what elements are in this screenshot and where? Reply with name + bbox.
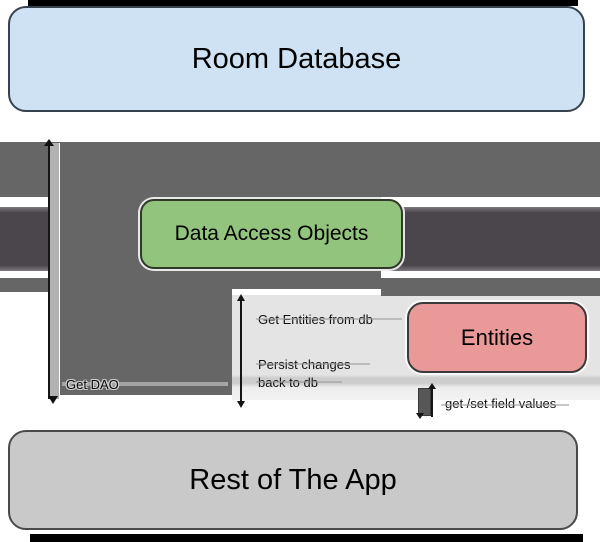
node-dao-label: Data Access Objects [174,222,369,245]
entities-exchange-arrow-line [240,299,242,402]
node-entities: Entities [407,302,587,373]
artifact-line [256,318,402,320]
field-values-arrow-line [431,387,433,417]
arrowhead-down-icon [416,413,424,419]
field-values-bar [418,388,431,416]
artifact-line [62,382,228,386]
arrowhead-up-icon [237,294,245,301]
edge-label-get-dao: Get DAO [66,377,119,392]
top-frame-strip [28,0,578,6]
node-room-database-label: Room Database [191,42,402,75]
node-rest-of-the-app-label: Rest of The App [189,463,397,496]
flow-band-bottom-left [0,278,59,292]
node-room-database: Room Database [8,6,585,112]
flow-band-bottom-right [381,278,600,296]
artifact-line [441,404,569,406]
artifact-line [256,381,342,383]
node-data-access-objects: Data Access Objects [140,199,403,269]
artifact-line [256,363,370,365]
arrowhead-up-icon [44,139,54,146]
node-rest-of-the-app: Rest of The App [8,430,578,530]
node-entities-label: Entities [460,324,534,350]
edge-label-get-set-field-values: get /set field values [445,395,556,413]
arrowhead-down-icon [48,396,58,404]
get-dao-arrow-shaft [48,143,60,399]
arrowhead-down-icon [237,401,245,408]
arrowhead-up-icon [428,383,436,389]
edge-label-persist-changes: Persist changes back to db [258,356,351,392]
bottom-frame-strip [30,534,583,542]
edge-label-get-entities: Get Entities from db [258,311,373,329]
